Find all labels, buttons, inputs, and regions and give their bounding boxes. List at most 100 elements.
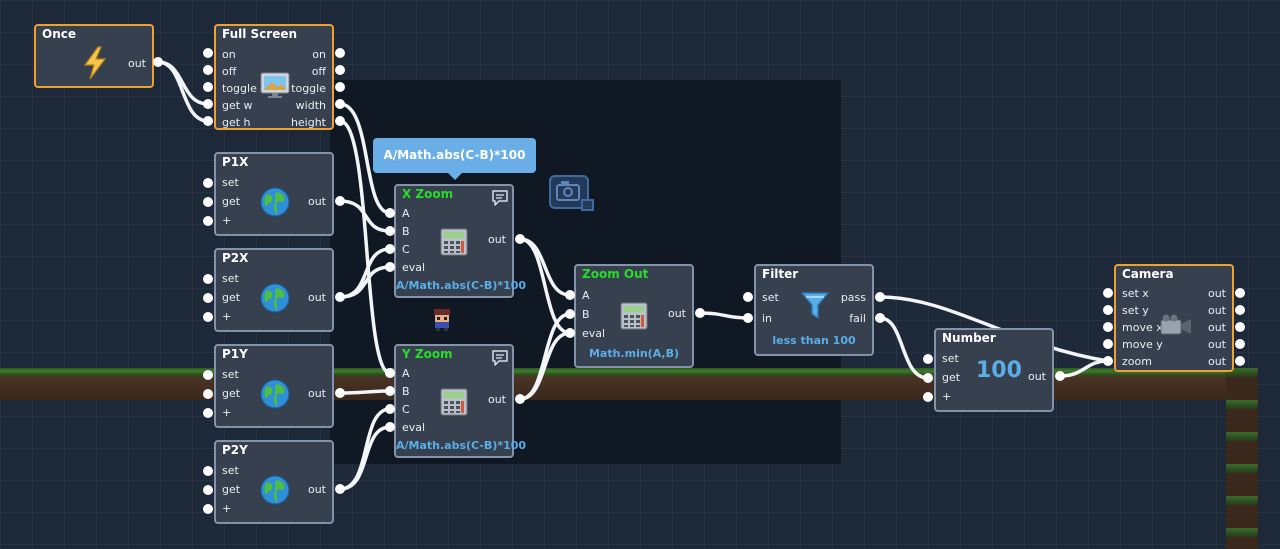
port-in-label: set [222,176,239,189]
port-in-label: in [762,312,773,325]
port-dot[interactable] [335,484,345,494]
comment-icon[interactable] [491,350,509,366]
port-dot[interactable] [875,292,885,302]
port-dot[interactable] [1235,322,1245,332]
player-sprite-icon[interactable] [431,308,453,332]
port-dot[interactable] [1103,288,1113,298]
node-title: Camera [1122,267,1174,281]
fullscreen-node[interactable]: Full Screen on off toggle get w get h on… [214,24,334,130]
port-dot[interactable] [1235,339,1245,349]
port-dot[interactable] [923,373,933,383]
port-dot[interactable] [385,386,395,396]
port-in-label: zoom [1122,355,1152,368]
port-out-label: out [1207,287,1226,300]
video-camera-icon [1160,314,1191,335]
port-dot[interactable] [385,226,395,236]
port-dot[interactable] [1235,288,1245,298]
comment-icon[interactable] [491,190,509,206]
port-dot[interactable] [385,422,395,432]
calculator-icon [440,228,468,256]
port-dot[interactable] [203,178,213,188]
filter-node[interactable]: Filter set in pass fail less than 100 [754,264,874,356]
port-dot[interactable] [385,368,395,378]
node-title: Full Screen [222,27,298,41]
port-dot[interactable] [153,57,163,67]
port-dot[interactable] [335,116,345,126]
wire-p1y-b [338,389,392,395]
port-dot[interactable] [203,274,213,284]
port-dot[interactable] [385,262,395,272]
p2y-node[interactable]: P2Y set get + out [214,440,334,524]
port-dot[interactable] [565,328,575,338]
port-dot[interactable] [1235,356,1245,366]
port-dot[interactable] [203,65,213,75]
port-dot[interactable] [515,394,525,404]
port-dot[interactable] [565,309,575,319]
port-dot[interactable] [203,485,213,495]
port-dot[interactable] [203,408,213,418]
p1y-node[interactable]: P1Y set get + out [214,344,334,428]
port-dot[interactable] [203,466,213,476]
port-in-label: get [222,483,241,496]
port-dot[interactable] [335,388,345,398]
yzoom-node[interactable]: Y Zoom A B C eval out A/Math.abs(C-B)*10… [394,344,526,458]
port-dot[interactable] [385,244,395,254]
once-node[interactable]: Once out [34,24,154,88]
port-dot[interactable] [923,354,933,364]
port-dot[interactable] [203,216,213,226]
port-dot[interactable] [203,312,213,322]
port-dot[interactable] [1103,305,1113,315]
xzoom-node[interactable]: X Zoom A B C eval out A/Math.abs(C-B)*10… [394,184,526,298]
port-dot[interactable] [875,313,885,323]
port-dot[interactable] [1055,371,1065,381]
wire-p2y-c [338,407,392,491]
port-dot[interactable] [743,313,753,323]
zoomout-node[interactable]: Zoom Out A B eval out Math.min(A,B) [574,264,694,368]
port-dot[interactable] [335,196,345,206]
port-in-label: eval [402,261,426,274]
port-dot[interactable] [203,116,213,126]
port-dot[interactable] [335,48,345,58]
globe-icon [260,379,290,409]
port-dot[interactable] [203,197,213,207]
port-dot[interactable] [335,292,345,302]
p2x-node[interactable]: P2X set get + out [214,248,334,332]
port-dot[interactable] [203,293,213,303]
port-dot[interactable] [743,292,753,302]
port-in-label: B [582,308,590,321]
port-dot[interactable] [1103,322,1113,332]
camera-node[interactable]: Camera set x set y move x move y zoom ou… [1114,264,1234,372]
number-node[interactable]: Number set get + out 100 [934,328,1054,412]
port-dot[interactable] [203,370,213,380]
port-dot[interactable] [203,82,213,92]
port-dot[interactable] [1103,356,1113,366]
number-value[interactable]: 100 [976,358,1022,383]
port-dot[interactable] [1103,339,1113,349]
camera-object-icon[interactable] [549,175,595,213]
p1x-node[interactable]: P1X set get + out [214,152,334,236]
port-dot[interactable] [385,208,395,218]
port-dot[interactable] [203,504,213,514]
port-in-label: get w [222,99,253,112]
wire-width-a [338,102,392,215]
port-dot[interactable] [1235,305,1245,315]
port-out-label: on [312,48,326,61]
port-out-label: out [127,57,146,70]
port-dot[interactable] [385,404,395,414]
port-dot[interactable] [203,48,213,58]
node-title: P1X [222,155,249,169]
port-dot[interactable] [335,99,345,109]
port-dot[interactable] [515,234,525,244]
port-dot[interactable] [203,99,213,109]
port-in-label: C [402,403,410,416]
port-dot[interactable] [335,65,345,75]
port-in-label: set [762,291,779,304]
port-dot[interactable] [565,290,575,300]
port-out-label: out [307,195,326,208]
port-dot[interactable] [923,392,933,402]
port-dot[interactable] [695,308,705,318]
port-dot[interactable] [335,82,345,92]
node-title: X Zoom [402,187,454,201]
port-dot[interactable] [203,389,213,399]
